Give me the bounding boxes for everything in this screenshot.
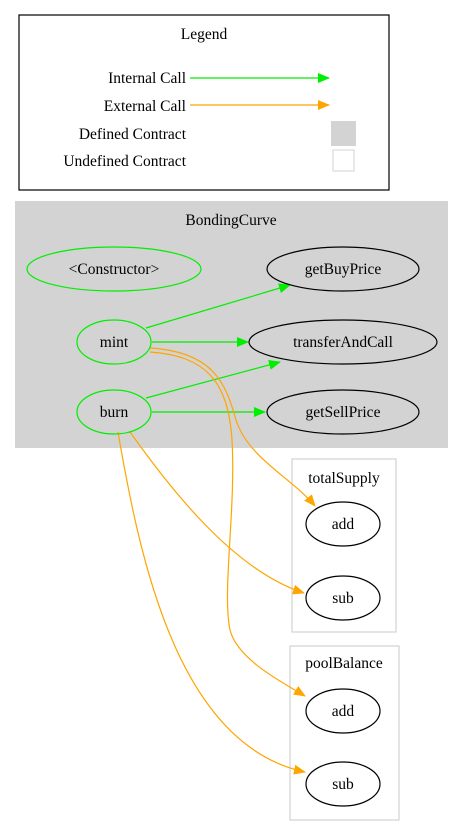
node-mint: mint [76,319,152,365]
legend-defined-swatch [331,121,356,146]
edge-burn-totalsupply-sub [129,431,305,595]
node-burn-label: burn [100,404,129,421]
nodes: <Constructor> mint burn getBuyPrice tran… [26,246,438,807]
legend-title: Legend [181,26,228,43]
cluster-bonding-curve-label: BondingCurve [185,212,276,229]
legend-defined-label: Defined Contract [79,126,187,143]
node-get-buy-price: getBuyPrice [266,246,420,292]
node-pool-balance-sub: sub [305,761,381,807]
edge-mint-poolbalance-add [149,351,306,697]
node-transfer-and-call-label: transferAndCall [293,334,393,351]
edge-mint-getbuyprice [145,283,291,329]
node-pool-balance-add: add [305,688,381,734]
edge-burn-poolbalance-sub [117,431,306,775]
node-burn: burn [76,389,152,435]
node-constructor-label: <Constructor> [69,261,160,278]
node-total-supply-sub-label: sub [332,590,354,607]
edge-mint-totalsupply-add [149,347,316,507]
node-pool-balance-add-label: add [332,703,355,720]
node-total-supply-add: add [305,501,381,547]
node-get-sell-price-label: getSellPrice [306,404,381,421]
legend: Legend Internal Call External Call Defin… [18,14,390,191]
node-total-supply-sub: sub [305,575,381,621]
node-pool-balance-sub-label: sub [332,776,354,793]
node-get-buy-price-label: getBuyPrice [305,261,382,278]
edge-burn-transferandcall [145,360,281,399]
legend-internal-label: Internal Call [108,70,186,87]
node-transfer-and-call: transferAndCall [248,319,438,365]
edges [117,283,316,775]
legend-undefined-label: Undefined Contract [63,153,186,170]
node-get-sell-price: getSellPrice [266,389,420,435]
cluster-pool-balance-label: poolBalance [305,655,383,672]
node-constructor: <Constructor> [26,246,202,292]
cluster-bonding-curve: BondingCurve [15,201,448,448]
legend-undefined-swatch [332,149,355,172]
legend-external-label: External Call [104,98,186,115]
cluster-bonding-curve-box [15,201,448,448]
node-mint-label: mint [100,334,129,351]
cluster-total-supply-label: totalSupply [308,470,380,487]
node-total-supply-add-label: add [332,516,355,533]
